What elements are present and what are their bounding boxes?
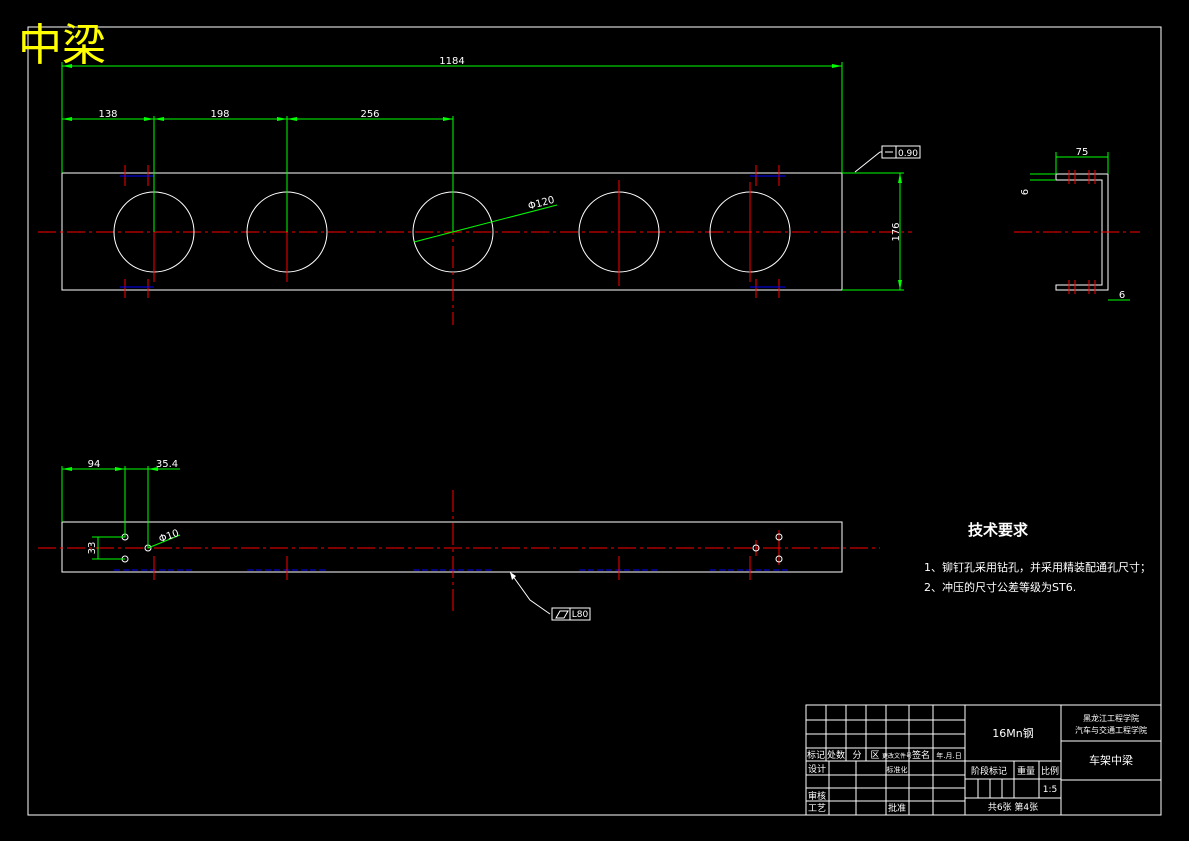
tech-item-2: 2、冲压的尺寸公差等级为ST6. (924, 580, 1076, 594)
bottom-dim-94: 94 (88, 459, 101, 470)
flatness-value: 0.90 (898, 149, 918, 159)
section-view: 75 6 6 (1014, 147, 1140, 301)
tb-stage: 阶段标记 (971, 765, 1007, 777)
tech-requirements: 技术要求 1、铆钉孔采用钻孔，并采用精装配通孔尺寸； 2、冲压的尺寸公差等级为S… (924, 521, 1151, 594)
dim-height: 176 (891, 222, 902, 241)
parallel-value: L80 (572, 610, 589, 620)
sheet-border (27, 26, 1162, 816)
bottom-dimensions (61, 466, 181, 560)
tb-scale-value: 1:5 (1043, 785, 1057, 795)
tb-school-2: 汽车与交通工程学院 (1075, 725, 1147, 735)
small-hole-4 (775, 533, 783, 541)
tb-h-date: 年.月.日 (936, 751, 961, 760)
top-dim-arrows (62, 64, 902, 290)
tb-h-mark: 标记 (807, 749, 825, 761)
tb-approve: 批准 (888, 802, 906, 814)
flatness-frame: 0.90 (881, 145, 921, 159)
section-width: 75 (1076, 147, 1089, 158)
tech-item-1: 1、铆钉孔采用钻孔，并采用精装配通孔尺寸； (924, 560, 1151, 574)
tb-scale: 比例 (1041, 765, 1059, 777)
tb-design: 设计 (808, 763, 826, 775)
dim-hole-dia: Φ120 (527, 195, 556, 213)
dim-138: 138 (98, 109, 117, 120)
section-thick-bottom: 6 (1119, 290, 1125, 301)
dim-256: 256 (360, 109, 379, 120)
bottom-dim-33: 33 (87, 542, 98, 555)
tb-std: 标准化 (887, 765, 908, 774)
bottom-view-outline (61, 521, 843, 573)
tb-weight: 重量 (1017, 765, 1035, 777)
rivet-marks (120, 165, 785, 298)
top-dimensions (61, 62, 904, 291)
tb-h-count: 处数 (827, 749, 845, 761)
tb-school-1: 黑龙江工程学院 (1083, 713, 1139, 723)
dim-198: 198 (210, 109, 229, 120)
top-view: 1184 138 198 256 176 Φ120 0.90 (38, 56, 921, 325)
channel-outline (1055, 173, 1109, 291)
parallel-frame: L80 (551, 607, 591, 621)
small-hole-5 (775, 555, 783, 563)
tb-process: 工艺 (808, 803, 826, 814)
dim-overall: 1184 (439, 56, 464, 67)
tb-h-sign: 签名 (912, 749, 930, 761)
tb-sheets: 共6张 第4张 (988, 801, 1038, 813)
bottom-view: 94 35.4 33 Φ10 L80 (38, 459, 880, 621)
title-block-text: 16Mn钢 黑龙江工程学院 汽车与交通工程学院 车架中梁 标记 处数 分 区 更… (807, 713, 1147, 814)
tb-review: 审核 (808, 790, 826, 802)
title-block (805, 704, 1162, 816)
section-thick-top: 6 (1020, 189, 1031, 195)
parallel-leader (509, 571, 551, 615)
bottom-dim-35: 35.4 (156, 459, 178, 470)
tb-h-zone: 分 区 (852, 750, 879, 761)
bottom-hole-dia: Φ10 (158, 528, 181, 545)
tb-part-name: 车架中梁 (1089, 753, 1133, 767)
tb-material: 16Mn钢 (992, 727, 1033, 740)
small-hole-6 (752, 544, 760, 552)
tech-heading: 技术要求 (968, 521, 1029, 539)
tb-h-docno: 更改文件号 (882, 752, 912, 760)
